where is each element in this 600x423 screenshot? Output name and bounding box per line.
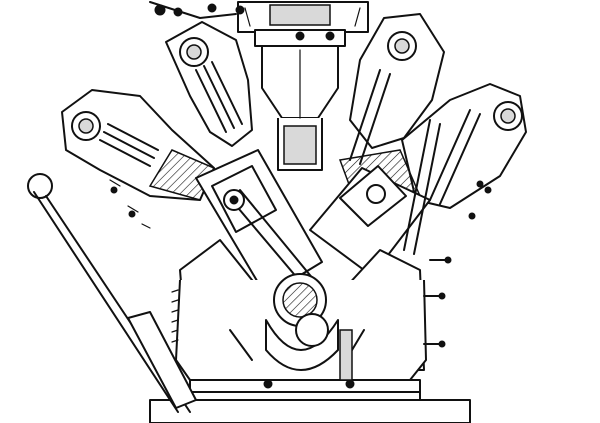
crankcase <box>171 239 427 381</box>
dipstick <box>27 173 197 413</box>
right-side-studs <box>423 256 452 348</box>
carburettor-assembly <box>149 1 369 47</box>
intake-runner <box>261 45 339 171</box>
right-cylinder-bank <box>309 119 441 277</box>
oil-sump <box>149 329 471 423</box>
left-cylinder-bank <box>195 149 323 297</box>
left-cylinder-head <box>61 21 253 229</box>
